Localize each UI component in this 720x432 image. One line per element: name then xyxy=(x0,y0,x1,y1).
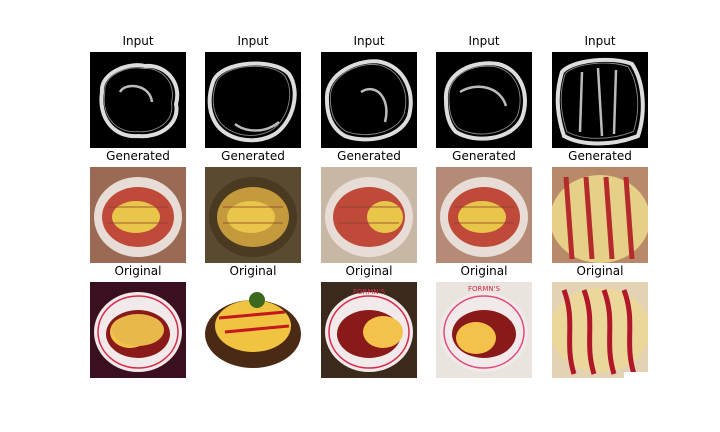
input-edge-image xyxy=(321,52,417,148)
generated-image xyxy=(552,167,648,263)
cell-title: Input xyxy=(237,34,269,48)
cell-title: Generated xyxy=(106,149,170,163)
cell-title: Generated xyxy=(221,149,285,163)
cell-title: Original xyxy=(576,264,624,278)
cell-title: Generated xyxy=(337,149,401,163)
original-photo: FORMN'S xyxy=(321,282,417,378)
generated-image xyxy=(90,167,186,263)
input-edge-image xyxy=(205,52,301,148)
cell-title: Input xyxy=(122,34,154,48)
input-edge-image xyxy=(90,52,186,148)
cell-title: Generated xyxy=(568,149,632,163)
generated-image xyxy=(321,167,417,263)
cell-title: Original xyxy=(229,264,277,278)
generated-image xyxy=(205,167,301,263)
cell-title: Original xyxy=(345,264,393,278)
cell-title: Original xyxy=(114,264,162,278)
cell-title: Input xyxy=(584,34,616,48)
original-photo xyxy=(205,282,301,378)
plate-brand-text: FORMN'S xyxy=(353,288,386,296)
original-photo: FORMN'S xyxy=(436,282,532,378)
cell-title: Input xyxy=(353,34,385,48)
cell-title: Input xyxy=(468,34,500,48)
original-photo xyxy=(552,282,648,378)
cell-title: Generated xyxy=(452,149,516,163)
input-edge-image xyxy=(436,52,532,148)
generated-image xyxy=(436,167,532,263)
input-edge-image xyxy=(552,52,648,148)
plate-brand-text: FORMN'S xyxy=(468,285,501,293)
cell-title: Original xyxy=(460,264,508,278)
original-photo xyxy=(90,282,186,378)
